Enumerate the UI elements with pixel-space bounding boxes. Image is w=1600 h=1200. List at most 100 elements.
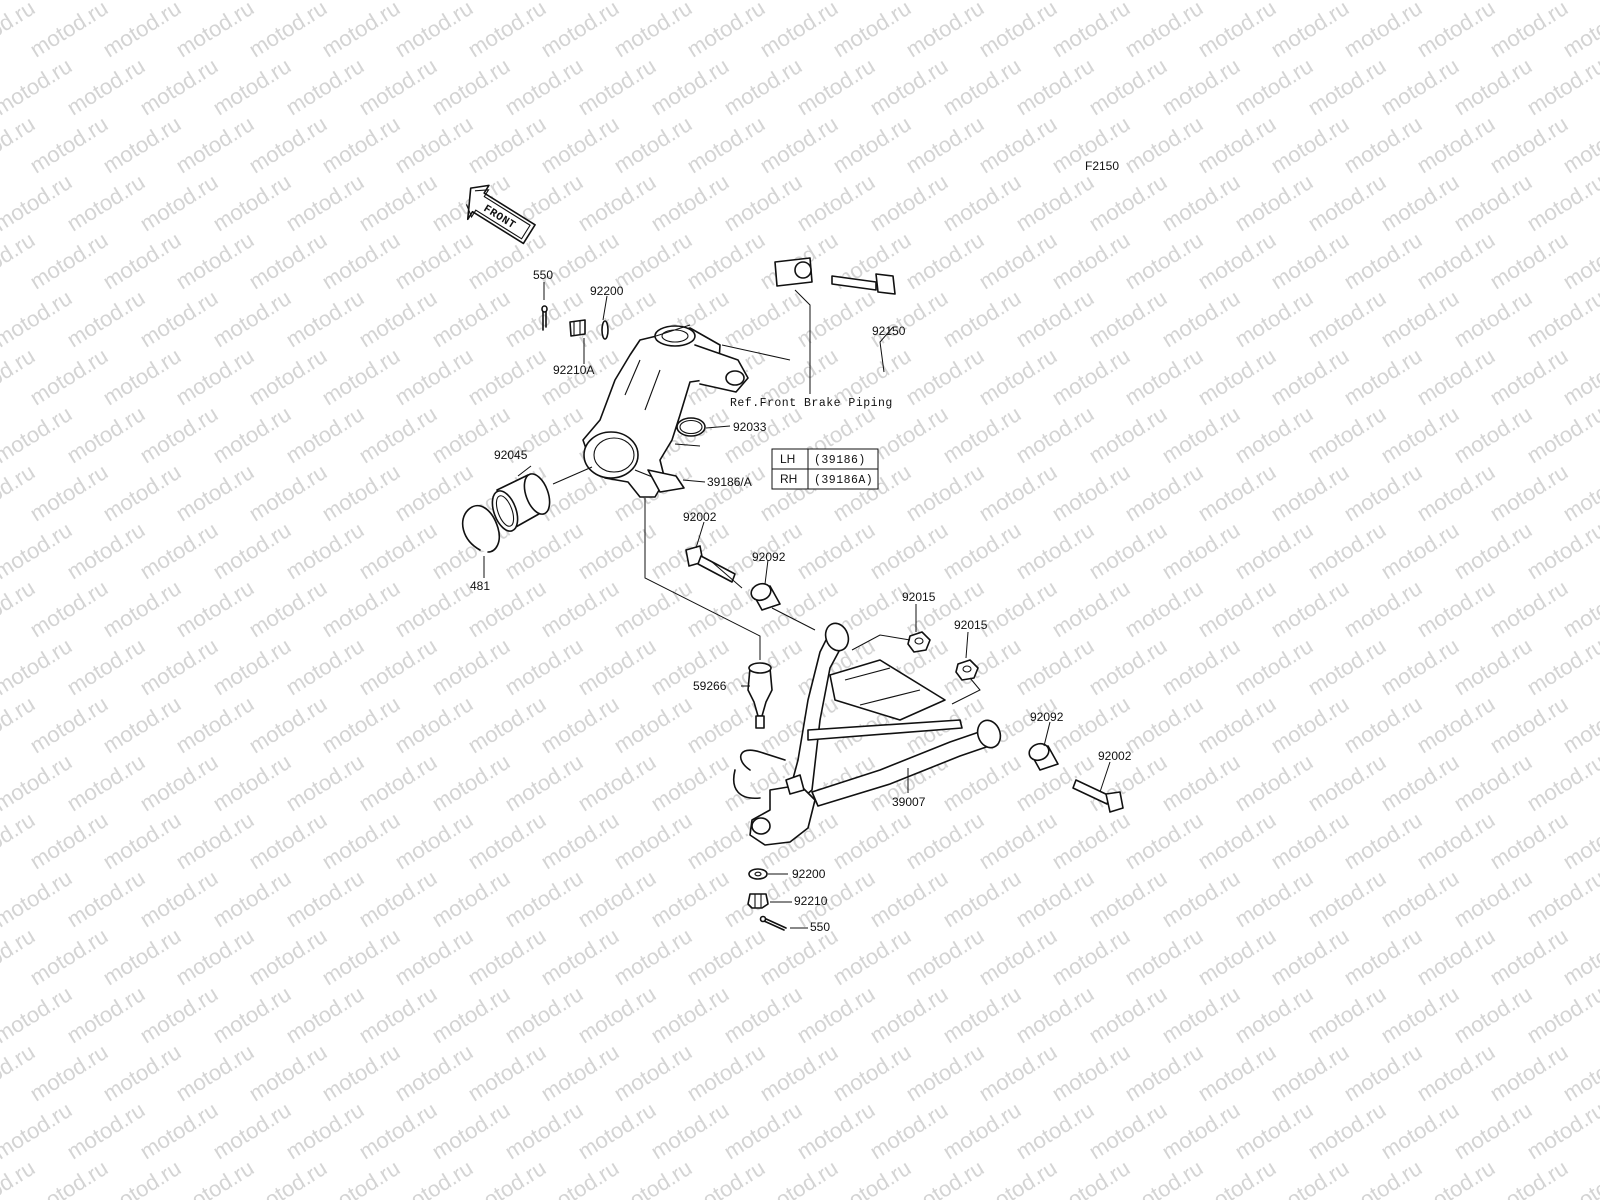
watermark-text: motod.ru — [1485, 0, 1572, 62]
watermark-text: motod.ru — [974, 1155, 1061, 1200]
leader-lines — [483, 282, 1111, 929]
watermark-text: motod.ru — [646, 981, 733, 1048]
watermark-text: motod.ru — [1230, 749, 1317, 816]
watermark-text: motod.ru — [208, 285, 295, 352]
watermark-text: motod.ru — [1376, 401, 1463, 468]
watermark-text: motod.ru — [1412, 575, 1499, 642]
watermark-text: motod.ru — [1157, 285, 1244, 352]
watermark-text: motod.ru — [1376, 285, 1463, 352]
brake-pipe-clamp — [774, 257, 813, 287]
watermark-text: motod.ru — [1449, 53, 1536, 120]
watermark-text: motod.ru — [0, 401, 76, 468]
watermark-text: motod.ru — [755, 111, 842, 178]
watermark-text: motod.ru — [500, 53, 587, 120]
watermark-text: motod.ru — [208, 401, 295, 468]
watermark-text: motod.ru — [390, 111, 477, 178]
watermark-text: motod.ru — [1485, 343, 1572, 410]
watermark-text: motod.ru — [901, 923, 988, 990]
watermark-text: motod.ru — [354, 401, 441, 468]
label-92092-bottom: 92092 — [1030, 710, 1064, 724]
watermark-text: motod.ru — [1266, 807, 1353, 874]
watermark-text: motod.ru — [1412, 343, 1499, 410]
watermark-text: motod.ru — [208, 865, 295, 932]
watermark-text: motod.ru — [135, 865, 222, 932]
bushing-92092-top — [750, 582, 781, 611]
watermark-text: motod.ru — [974, 343, 1061, 410]
watermark-text: motod.ru — [1120, 343, 1207, 410]
watermark-text: motod.ru — [1339, 1155, 1426, 1200]
watermark-text: motod.ru — [719, 1097, 806, 1164]
watermark-text: motod.ru — [1193, 1039, 1280, 1106]
watermark-text: motod.ru — [719, 53, 806, 120]
watermark-text: motod.ru — [1449, 517, 1536, 584]
watermark-text: motod.ru — [281, 401, 368, 468]
watermark-text: motod.ru — [98, 575, 185, 642]
watermark-text: motod.ru — [62, 749, 149, 816]
watermark-text: motod.ru — [390, 1039, 477, 1106]
watermark-text: motod.ru — [25, 1039, 112, 1106]
watermark-text: motod.ru — [536, 0, 623, 62]
label-92200-bottom: 92200 — [792, 867, 826, 881]
watermark-text: motod.ru — [208, 517, 295, 584]
watermark-text: motod.ru — [938, 0, 1025, 4]
watermark-text: motod.ru — [1412, 923, 1499, 990]
watermark-text: motod.ru — [390, 691, 477, 758]
watermark-text: motod.ru — [354, 169, 441, 236]
watermark-text: motod.ru — [792, 53, 879, 120]
watermark-text: motod.ru — [62, 53, 149, 120]
watermark-text: motod.ru — [755, 1039, 842, 1106]
watermark-text: motod.ru — [390, 0, 477, 62]
label-39186: 39186/A — [707, 475, 752, 489]
watermark-text: motod.ru — [573, 633, 660, 700]
watermark-text: motod.ru — [281, 0, 368, 4]
watermark-text: motod.ru — [901, 459, 988, 526]
watermark-text: motod.ru — [1376, 865, 1463, 932]
watermark-text: motod.ru — [1157, 633, 1244, 700]
watermark-text: motod.ru — [1011, 981, 1098, 1048]
watermark-text: motod.ru — [1157, 53, 1244, 120]
watermark-text: motod.ru — [938, 981, 1025, 1048]
watermark-text: motod.ru — [828, 111, 915, 178]
watermark-text: motod.ru — [1376, 517, 1463, 584]
watermark-text: motod.ru — [1303, 517, 1390, 584]
watermark-text: motod.ru — [1522, 981, 1600, 1048]
watermark-text: motod.ru — [98, 0, 185, 62]
watermark-text: motod.ru — [1266, 1039, 1353, 1106]
watermark-text: motod.ru — [1120, 575, 1207, 642]
watermark-text: motod.ru — [1449, 285, 1536, 352]
watermark-text: motod.ru — [901, 0, 988, 62]
watermark-text: motod.ru — [1230, 865, 1317, 932]
watermark-text: motod.ru — [1157, 401, 1244, 468]
watermark-text: motod.ru — [1047, 1155, 1134, 1200]
watermark-text: motod.ru — [390, 1155, 477, 1200]
watermark-text: motod.ru — [62, 1097, 149, 1164]
watermark-text: motod.ru — [719, 169, 806, 236]
watermark-text: motod.ru — [646, 1097, 733, 1164]
watermark-text: motod.ru — [500, 865, 587, 932]
watermark-text: motod.ru — [281, 169, 368, 236]
watermark-text: motod.ru — [682, 111, 769, 178]
watermark-text: motod.ru — [317, 807, 404, 874]
watermark-text: motod.ru — [719, 0, 806, 4]
watermark-text: motod.ru — [1011, 633, 1098, 700]
watermark-text: motod.ru — [1339, 227, 1426, 294]
watermark-text: motod.ru — [1193, 0, 1280, 62]
watermark-text: motod.ru — [390, 575, 477, 642]
watermark-text: motod.ru — [390, 807, 477, 874]
watermark-text: motod.ru — [1412, 111, 1499, 178]
watermark-text: motod.ru — [938, 53, 1025, 120]
label-92150: 92150 — [872, 324, 906, 338]
watermark-text: motod.ru — [573, 749, 660, 816]
watermark-text: motod.ru — [1157, 1097, 1244, 1164]
watermark-text: motod.ru — [1120, 111, 1207, 178]
watermark-text: motod.ru — [682, 923, 769, 990]
watermark-text: motod.ru — [1084, 981, 1171, 1048]
watermark-text: motod.ru — [609, 575, 696, 642]
watermark-text: motod.ru — [354, 633, 441, 700]
watermark-text: motod.ru — [98, 111, 185, 178]
watermark-text: motod.ru — [1376, 1097, 1463, 1164]
watermark-text: motod.ru — [1339, 0, 1426, 62]
watermark-text: motod.ru — [354, 53, 441, 120]
watermark-text: motod.ru — [1412, 1155, 1499, 1200]
watermark-text: motod.ru — [500, 1097, 587, 1164]
